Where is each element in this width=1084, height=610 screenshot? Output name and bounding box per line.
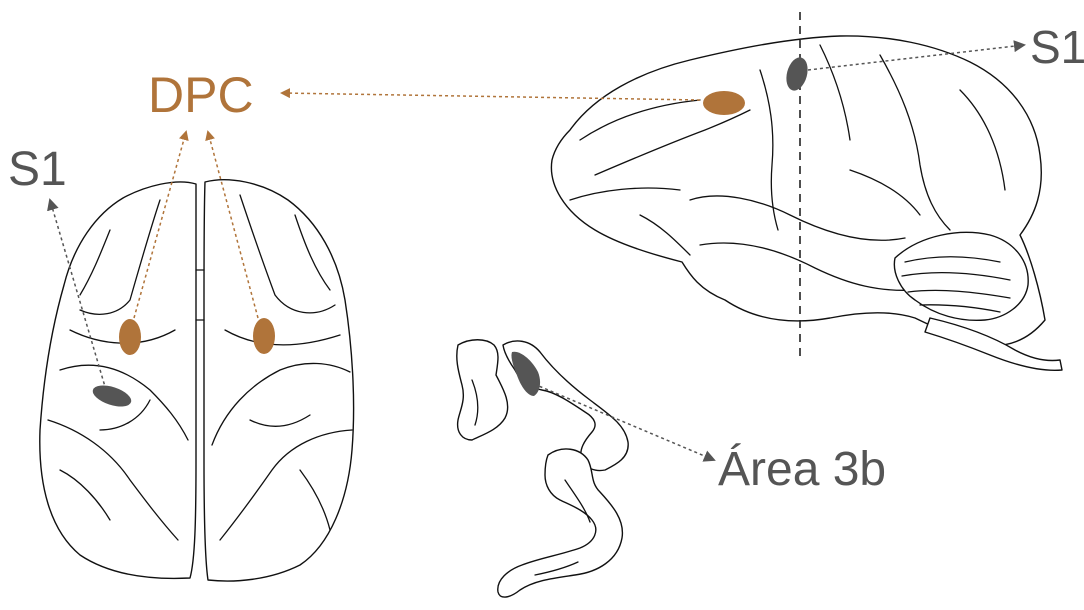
s1-label-dorsal: S1 bbox=[8, 146, 67, 194]
dpc-marker-right bbox=[253, 318, 275, 354]
dorsal-left-hemisphere bbox=[40, 182, 196, 578]
dpc-label: DPC bbox=[148, 70, 254, 120]
dorsal-brain bbox=[40, 180, 354, 581]
dorsal-right-hemisphere bbox=[204, 180, 354, 581]
dpc-marker-left bbox=[119, 319, 141, 355]
s1-label-lateral: S1 bbox=[1030, 24, 1084, 70]
area-3b-label: Área 3b bbox=[718, 446, 886, 494]
section-gyrus-lower bbox=[498, 449, 623, 597]
dpc-marker-lateral bbox=[703, 91, 745, 115]
coronal-section bbox=[457, 340, 628, 597]
section-outline bbox=[457, 340, 508, 440]
lateral-brain bbox=[551, 36, 1062, 370]
